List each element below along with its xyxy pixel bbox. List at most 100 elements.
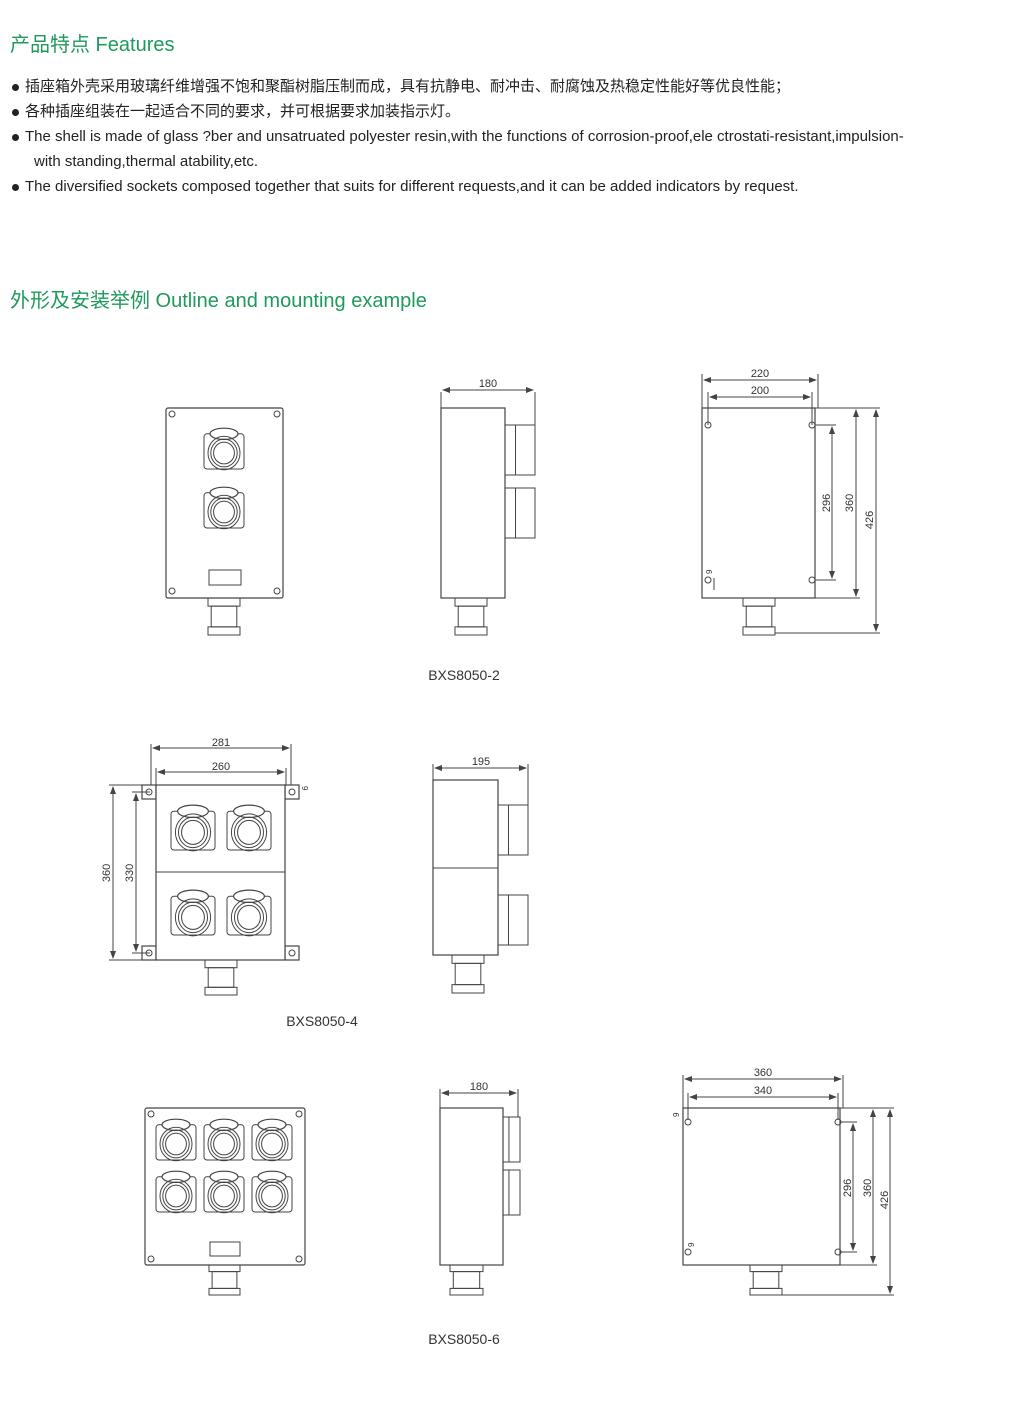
- gland-body: [452, 1271, 481, 1289]
- feature-text: 各种插座组装在一起适合不同的要求，并可根据要求加装指示灯。: [25, 103, 461, 120]
- bxs8050-6-side-view: 180: [439, 1081, 519, 1266]
- model-caption: BXS8050-2: [428, 667, 500, 683]
- feature-text: The shell is made of glass ?ber and unsa…: [25, 128, 904, 145]
- socket-side-icon: [497, 804, 529, 856]
- socket-ring: [162, 1181, 190, 1211]
- mounting-hole: [295, 1110, 303, 1118]
- feature-item: 各种插座组装在一起适合不同的要求，并可根据要求加装指示灯。: [10, 99, 1020, 124]
- socket-icon: [203, 427, 245, 471]
- gland-body: [457, 605, 485, 628]
- mounting-hole: [834, 1118, 842, 1126]
- feature-text: The diversified sockets composed togethe…: [25, 178, 799, 195]
- socket-ring: [177, 816, 209, 849]
- socket-cover: [209, 1118, 239, 1132]
- dimension-label: 9: [300, 786, 309, 791]
- dimension-label: 260: [212, 761, 230, 773]
- socket-ring: [230, 898, 268, 937]
- bxs8050-2-side-view: 180: [440, 378, 536, 599]
- socket-ring: [174, 813, 212, 852]
- dimension-label: 360: [101, 864, 113, 882]
- socket-ring: [207, 494, 241, 530]
- gland-nut: [749, 1287, 783, 1296]
- socket-side-icon: [497, 894, 529, 946]
- dimension-label: 220: [751, 368, 769, 380]
- socket-ring: [213, 1184, 235, 1208]
- socket-icon: [203, 486, 245, 530]
- socket-ring: [255, 1178, 289, 1214]
- socket-icon: [203, 1118, 245, 1162]
- socket-ring: [165, 1184, 187, 1208]
- socket-ring: [258, 1181, 286, 1211]
- mounting-hole: [684, 1248, 692, 1256]
- socket-icon: [251, 1118, 293, 1162]
- socket-side-body: [497, 804, 529, 856]
- dimension-label: 360: [862, 1179, 874, 1197]
- mounting-hole: [145, 949, 153, 957]
- socket-side-icon: [504, 487, 536, 539]
- cable-gland-icon: [749, 1264, 783, 1296]
- mounting-hole: [273, 410, 281, 418]
- gland-nut: [454, 597, 488, 607]
- gland-nut: [207, 597, 241, 607]
- bxs8050-4-side-view: 195: [432, 756, 529, 956]
- dimension-label: 180: [470, 1081, 488, 1093]
- gland-nut: [742, 626, 776, 636]
- dimension-label: 195: [472, 756, 490, 768]
- mounting-hole: [704, 421, 712, 429]
- socket-ring: [210, 1129, 238, 1159]
- socket-ring: [159, 1178, 193, 1214]
- feature-item: The diversified sockets composed togethe…: [10, 174, 1020, 199]
- socket-side-body: [504, 424, 536, 476]
- cable-gland-icon: [204, 959, 238, 996]
- features-list: 插座箱外壳采用玻璃纤维增强不饱和聚酯树脂压制而成，具有抗静电、耐冲击、耐腐蚀及热…: [10, 74, 1020, 199]
- gland-nut: [208, 1264, 241, 1273]
- cable-gland-icon: [742, 597, 776, 636]
- gland-nut: [742, 597, 776, 607]
- dimension-label: 426: [879, 1191, 891, 1209]
- socket-side-body: [504, 487, 536, 539]
- socket-ring: [213, 500, 235, 524]
- socket-cover: [257, 1118, 287, 1132]
- socket-ring: [207, 1126, 241, 1162]
- socket-cover: [209, 486, 239, 499]
- mounting-hole: [168, 587, 176, 595]
- gland-body: [207, 967, 235, 988]
- socket-side-body: [502, 1169, 521, 1216]
- socket-ring: [213, 1132, 235, 1156]
- socket-cover: [209, 427, 239, 440]
- model-caption: BXS8050-6: [428, 1331, 500, 1347]
- dimension-label: 360: [754, 1067, 772, 1079]
- socket-ring: [258, 1129, 286, 1159]
- cable-gland-icon: [207, 597, 241, 636]
- socket-icon: [226, 804, 272, 852]
- dimension-label: 296: [842, 1179, 854, 1197]
- dimension-label: 9: [672, 1112, 681, 1117]
- socket-ring: [255, 1126, 289, 1162]
- cable-gland-icon: [451, 954, 485, 994]
- socket-cover: [257, 1170, 287, 1184]
- socket-icon: [155, 1118, 197, 1162]
- socket-side-body: [502, 1116, 521, 1163]
- gland-nut: [207, 626, 241, 636]
- mounting-hole: [288, 788, 296, 796]
- gland-nut: [449, 1287, 484, 1296]
- cable-gland-icon: [454, 597, 488, 636]
- socket-ring: [213, 441, 235, 465]
- dimension-label: 296: [821, 494, 833, 512]
- socket-ring: [237, 819, 261, 845]
- socket-side-icon: [502, 1169, 521, 1216]
- socket-ring: [162, 1129, 190, 1159]
- bxs8050-6-back-view: 360 340 296 360 426 9 9: [672, 1067, 894, 1296]
- socket-ring: [181, 819, 205, 845]
- socket-cover: [161, 1118, 191, 1132]
- dimension-label: 281: [212, 737, 230, 749]
- gland-body: [454, 962, 482, 986]
- dimension-label: 340: [754, 1085, 772, 1097]
- socket-cover: [233, 804, 266, 819]
- dimension-label: 9: [705, 569, 714, 574]
- socket-ring: [230, 813, 268, 852]
- outline-heading: 外形及安装举例 Outline and mounting example: [10, 290, 427, 312]
- socket-ring: [174, 898, 212, 937]
- gland-body: [752, 1271, 780, 1289]
